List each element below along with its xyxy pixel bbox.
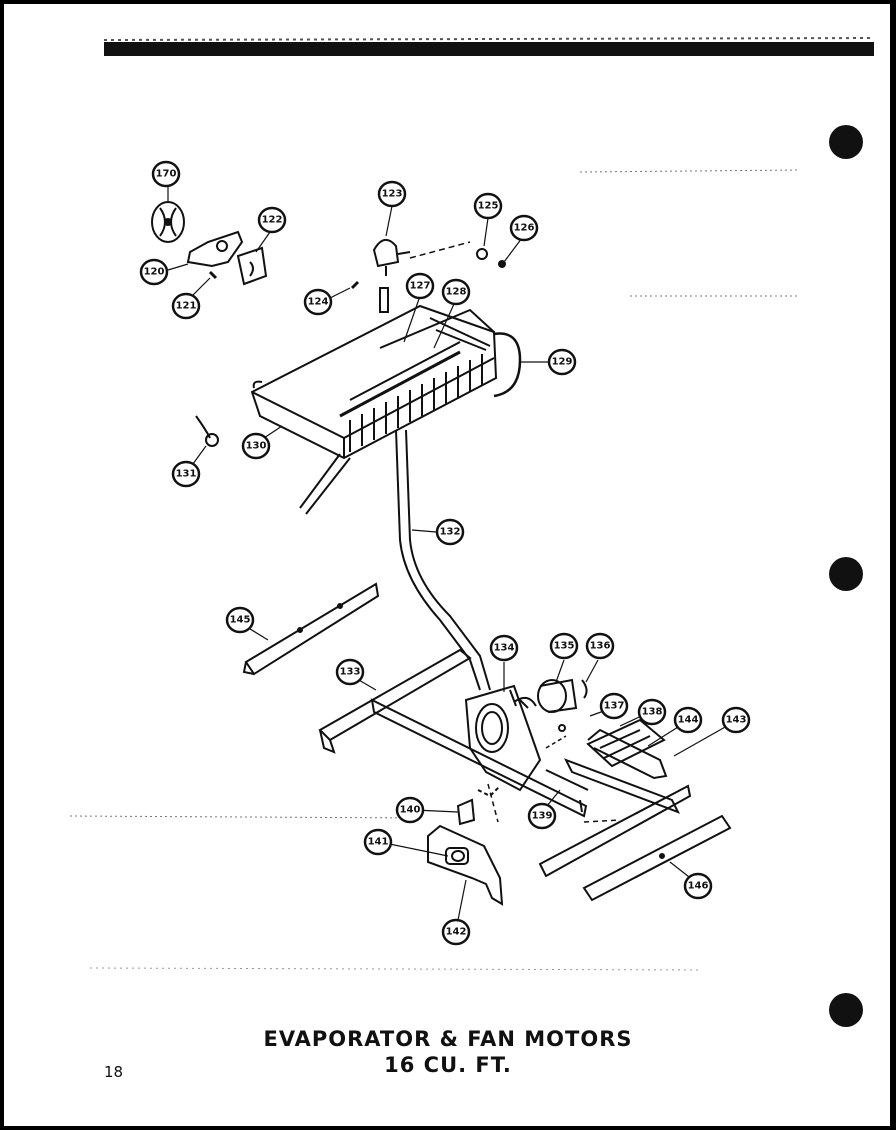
callout-136: 136 [585, 632, 615, 660]
binder-hole [829, 557, 863, 591]
rail-part [582, 814, 732, 902]
callout-label: 132 [440, 527, 461, 538]
callout-label: 125 [478, 201, 499, 212]
callout-label: 140 [400, 805, 421, 816]
callout-label: 126 [514, 223, 535, 234]
callout-group: 170 120 121 122 123 124 125 126 127 128 129 130 131 1… [139, 160, 751, 946]
callout-label: 135 [554, 641, 575, 652]
rail-part [244, 582, 380, 676]
frame-part [318, 648, 588, 818]
title-line-1: EVAPORATOR & FAN MOTORS [263, 1027, 633, 1051]
callout-122: 122 [257, 206, 287, 234]
callout-label: 131 [176, 469, 197, 480]
callout-142: 142 [441, 918, 471, 946]
callout-146: 146 [683, 872, 713, 900]
tube-part [493, 332, 522, 398]
evaporator-assembly [250, 304, 498, 460]
page-number: 18 [104, 1063, 124, 1081]
callout-label: 129 [552, 357, 573, 368]
callout-123: 123 [377, 180, 407, 208]
fan-blade-part [151, 201, 185, 243]
callout-label: 124 [308, 297, 329, 308]
callout-120: 120 [139, 258, 169, 286]
callout-129: 129 [547, 348, 577, 376]
leader-lines [167, 186, 735, 931]
callout-126: 126 [509, 214, 539, 242]
callout-127: 127 [405, 272, 435, 300]
callout-label: 139 [532, 811, 553, 822]
callout-141: 141 [363, 828, 393, 856]
callout-label: 137 [604, 701, 625, 712]
callout-145: 145 [225, 606, 255, 634]
drain-tube-part [395, 429, 481, 691]
callout-label: 120 [144, 267, 165, 278]
callout-label: 138 [642, 707, 663, 718]
callout-label: 134 [494, 643, 515, 654]
callout-label: 133 [340, 667, 361, 678]
fan-shroud-part [464, 684, 542, 792]
callout-label: 145 [230, 615, 251, 626]
cover-part [236, 246, 268, 286]
fan-motor-part [513, 678, 578, 713]
callout-label: 143 [726, 715, 747, 726]
callout-131: 131 [171, 460, 201, 488]
diagram-title: EVAPORATOR & FAN MOTORS 16 CU. FT. [0, 1026, 896, 1078]
callout-138: 138 [637, 698, 667, 726]
bracket-part [186, 230, 244, 268]
callout-125: 125 [473, 192, 503, 220]
callout-label: 142 [446, 927, 467, 938]
callout-label: 146 [688, 881, 709, 892]
callout-133: 133 [335, 658, 365, 686]
callout-label: 127 [410, 281, 431, 292]
callout-label: 128 [446, 287, 467, 298]
callout-label: 122 [262, 215, 283, 226]
callout-139: 139 [527, 802, 557, 830]
callout-label: 121 [176, 301, 197, 312]
callout-132: 132 [435, 518, 465, 546]
callout-144: 144 [673, 706, 703, 734]
callout-label: 136 [590, 641, 611, 652]
binder-hole [829, 125, 863, 159]
callout-170: 170 [151, 160, 181, 188]
callout-135: 135 [549, 632, 579, 660]
callout-label: 170 [156, 169, 177, 180]
callout-137: 137 [599, 692, 629, 720]
callout-121: 121 [171, 292, 201, 320]
callout-128: 128 [441, 278, 471, 306]
callout-140: 140 [395, 796, 425, 824]
rail-part [538, 784, 692, 878]
top-scan-edge [104, 42, 874, 56]
bracket-part [586, 718, 666, 768]
callout-label: 130 [246, 441, 267, 452]
cover-part [427, 824, 504, 906]
callout-143: 143 [721, 706, 751, 734]
callout-label: 141 [368, 837, 389, 848]
callout-label: 123 [382, 189, 403, 200]
thermostat-part [372, 239, 400, 268]
callout-124: 124 [303, 288, 333, 316]
title-line-2: 16 CU. FT. [384, 1053, 512, 1077]
clip-part [456, 798, 476, 826]
binder-hole [829, 993, 863, 1027]
callout-130: 130 [241, 432, 271, 460]
callout-label: 144 [678, 715, 699, 726]
callout-134: 134 [489, 634, 519, 662]
